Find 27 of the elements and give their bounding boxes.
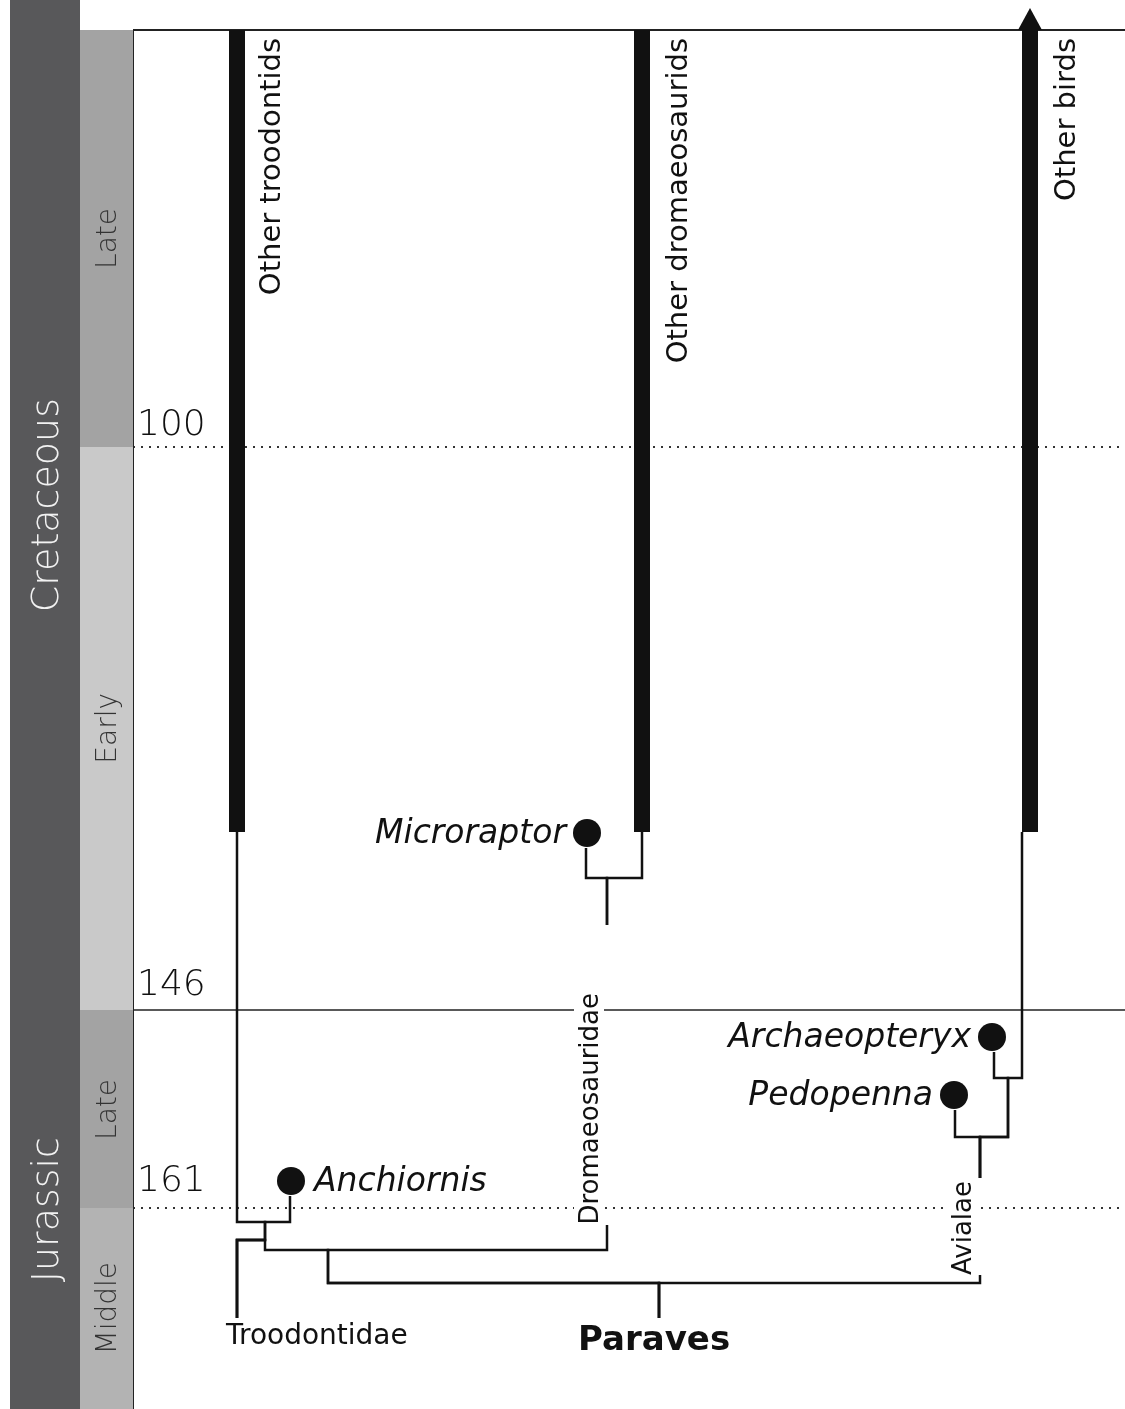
taxon-name: Microraptor xyxy=(375,812,566,851)
time-period-label: Early xyxy=(90,693,123,764)
taxon-name: Other dromaeosaurids xyxy=(660,38,694,364)
time-band xyxy=(80,447,133,1010)
time-band xyxy=(80,1010,133,1208)
time-period-label: Cretaceous xyxy=(23,397,67,613)
clade-name: Dromaeosauridae xyxy=(574,993,604,1225)
time-period-label: Middle xyxy=(90,1262,123,1355)
taxon-name: Archaeopteryx xyxy=(728,1016,971,1055)
time-band xyxy=(10,0,80,1010)
taxon-name: Other birds xyxy=(1048,38,1082,201)
time-period-label: Jurassic xyxy=(23,1136,67,1283)
time-period-label: Late xyxy=(90,1078,123,1140)
time-band xyxy=(10,1010,80,1409)
taxon-name: Other troodontids xyxy=(253,38,287,296)
clade-name: Troodontidae xyxy=(226,1318,408,1351)
tree-branch xyxy=(657,1275,982,1318)
time-band xyxy=(80,1208,133,1409)
tree-branch xyxy=(605,832,644,925)
taxon-name: Pedopenna xyxy=(748,1074,933,1113)
clade-name: Paraves xyxy=(578,1318,731,1358)
time-period-label: Late xyxy=(90,208,123,269)
time-band xyxy=(80,30,133,447)
clade-name: Avialae xyxy=(947,1181,977,1275)
tree-branch xyxy=(235,832,267,1318)
taxon-name: Anchiornis xyxy=(314,1160,487,1199)
tree-branch xyxy=(978,832,1024,1178)
